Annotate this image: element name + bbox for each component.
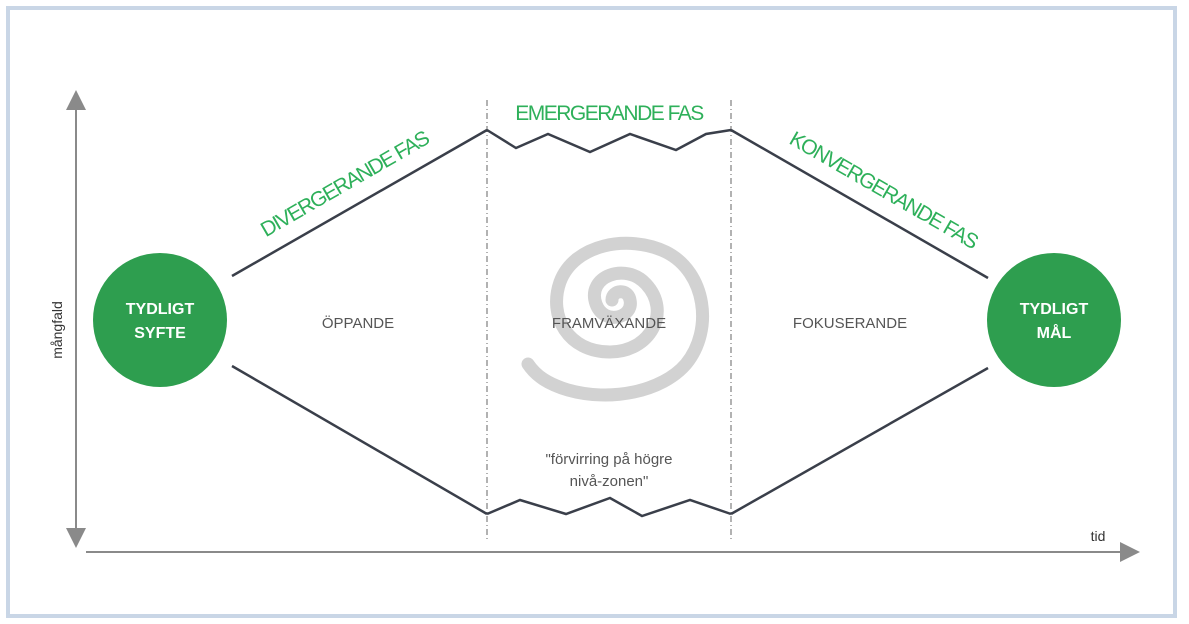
convergent-lower-line: [730, 366, 989, 516]
convergent-upper-line: [730, 128, 989, 280]
divergent-phase-label: DIVERGERANDE FAS: [257, 126, 434, 241]
opening-zone-label: ÖPPANDE: [322, 314, 394, 332]
lower-boundary: [231, 364, 989, 518]
focusing-zone-label: FOKUSERANDE: [793, 315, 907, 332]
emerging-zone-label: FRAMVÄXANDE: [552, 315, 666, 332]
y-axis-label: mångfald: [49, 301, 65, 359]
start-node: TYDLIGT SYFTE: [93, 253, 227, 387]
divergent-lower-line: [231, 364, 488, 516]
end-circle: [987, 253, 1121, 387]
spiral-icon: [521, 236, 710, 402]
end-node-line1: TYDLIGT: [1020, 301, 1089, 318]
confusion-zone-line2: nivå-zonen": [570, 473, 649, 490]
end-node-line2: MÅL: [1037, 323, 1072, 342]
phase-separators: [486, 100, 732, 540]
start-node-line1: TYDLIGT: [126, 301, 195, 318]
emergent-lower-line: [486, 496, 732, 518]
axes: mångfald tid: [49, 90, 1140, 562]
end-node: TYDLIGT MÅL: [987, 253, 1121, 387]
divergent-upper-line: [231, 128, 488, 278]
x-axis-label: tid: [1091, 528, 1106, 544]
emergent-upper-line: [486, 128, 732, 154]
confusion-zone-line1: "förvirring på högre: [545, 451, 672, 468]
start-circle: [93, 253, 227, 387]
upper-boundary: [231, 128, 989, 280]
start-node-line2: SYFTE: [134, 325, 186, 342]
convergent-phase-label: KONVERGERANDE FAS: [785, 127, 982, 254]
emergent-phase-label: EMERGERANDE FAS: [515, 102, 704, 125]
